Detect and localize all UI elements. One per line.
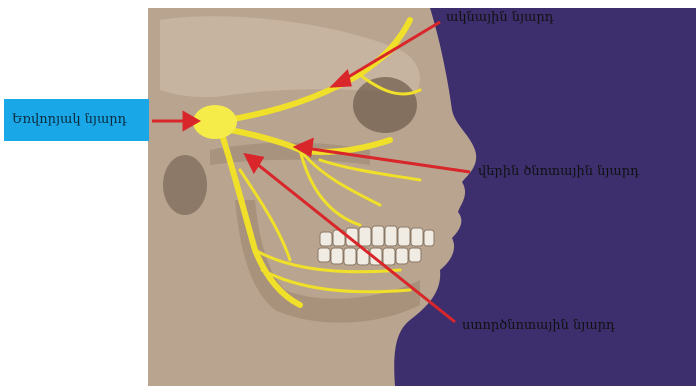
eye-orbit xyxy=(353,77,417,133)
ear-canal xyxy=(163,155,207,215)
maxillary-nerve-label: վերին ծնոտային նյարդ xyxy=(478,164,639,179)
mandibular-nerve-label: ստործնոտային նյարդ xyxy=(462,318,615,333)
trigeminal-nerve-label: Եռվորյակ նյարդ xyxy=(4,99,149,141)
trigeminal-ganglion xyxy=(193,105,237,139)
ophthalmic-nerve-label: ակնային նյարդ xyxy=(446,10,554,25)
